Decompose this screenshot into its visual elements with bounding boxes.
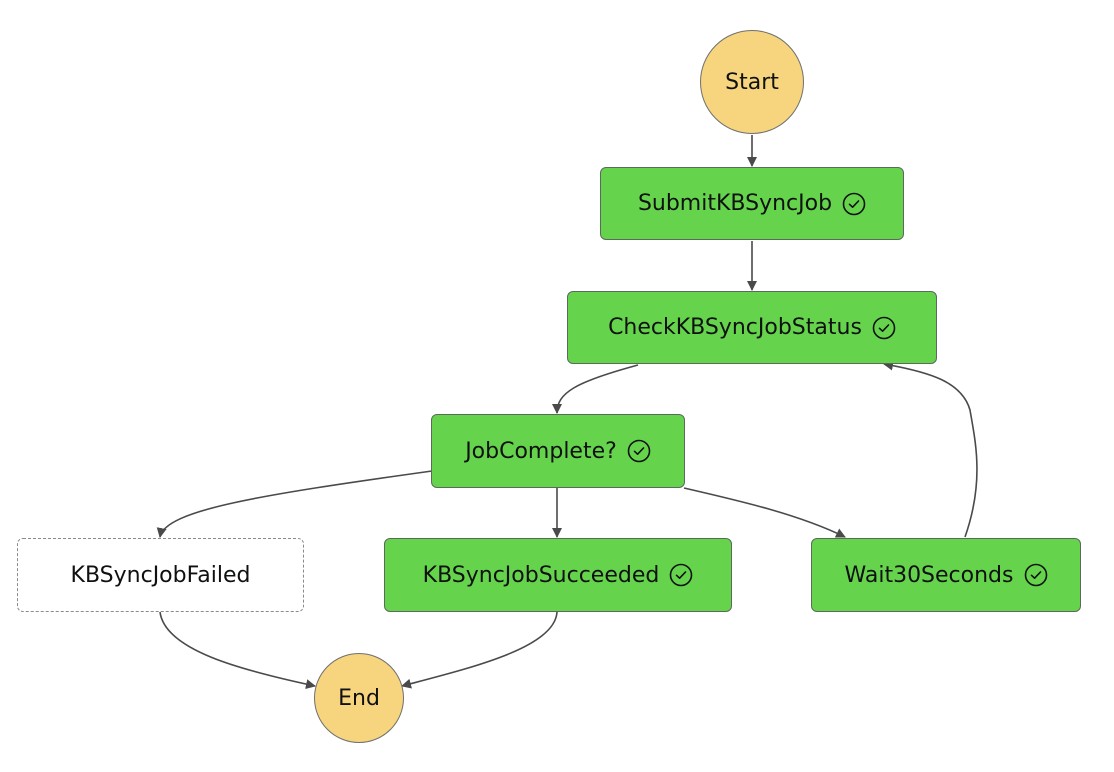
- check-circle-icon: [842, 192, 866, 216]
- edge-job-complete-to-wait: [683, 487, 846, 538]
- state-submit-kb-sync-job[interactable]: SubmitKBSyncJob: [600, 167, 904, 240]
- start-node[interactable]: Start: [700, 30, 804, 134]
- check-circle-icon: [669, 563, 693, 587]
- edge-job-complete-to-failed: [156, 470, 433, 538]
- edge-failed-to-end: [159, 611, 316, 690]
- edge-wait-to-check-status: [883, 360, 978, 538]
- state-label: SubmitKBSyncJob: [637, 191, 833, 216]
- state-label: KBSyncJobFailed: [70, 562, 251, 588]
- state-label: JobComplete?: [465, 438, 617, 464]
- state-label: CheckKBSyncJobStatus: [608, 315, 862, 340]
- state-label: Wait30Seconds: [844, 562, 1014, 588]
- state-wait-30-seconds[interactable]: Wait30Seconds: [811, 538, 1081, 612]
- state-kb-sync-job-failed[interactable]: KBSyncJobFailed: [17, 538, 304, 612]
- state-check-kb-sync-job-status[interactable]: CheckKBSyncJobStatus: [567, 291, 937, 364]
- start-label: Start: [725, 69, 779, 95]
- check-circle-icon: [627, 439, 651, 463]
- state-label: KBSyncJobSucceeded: [422, 562, 660, 588]
- end-node[interactable]: End: [314, 653, 404, 743]
- edge-succeeded-to-end: [401, 611, 558, 689]
- edge-check-status-to-job-complete: [552, 364, 639, 414]
- state-kb-sync-job-succeeded[interactable]: KBSyncJobSucceeded: [384, 538, 732, 612]
- state-job-complete[interactable]: JobComplete?: [431, 414, 685, 488]
- check-circle-icon: [872, 316, 896, 340]
- check-circle-icon: [1024, 563, 1048, 587]
- end-label: End: [338, 685, 380, 711]
